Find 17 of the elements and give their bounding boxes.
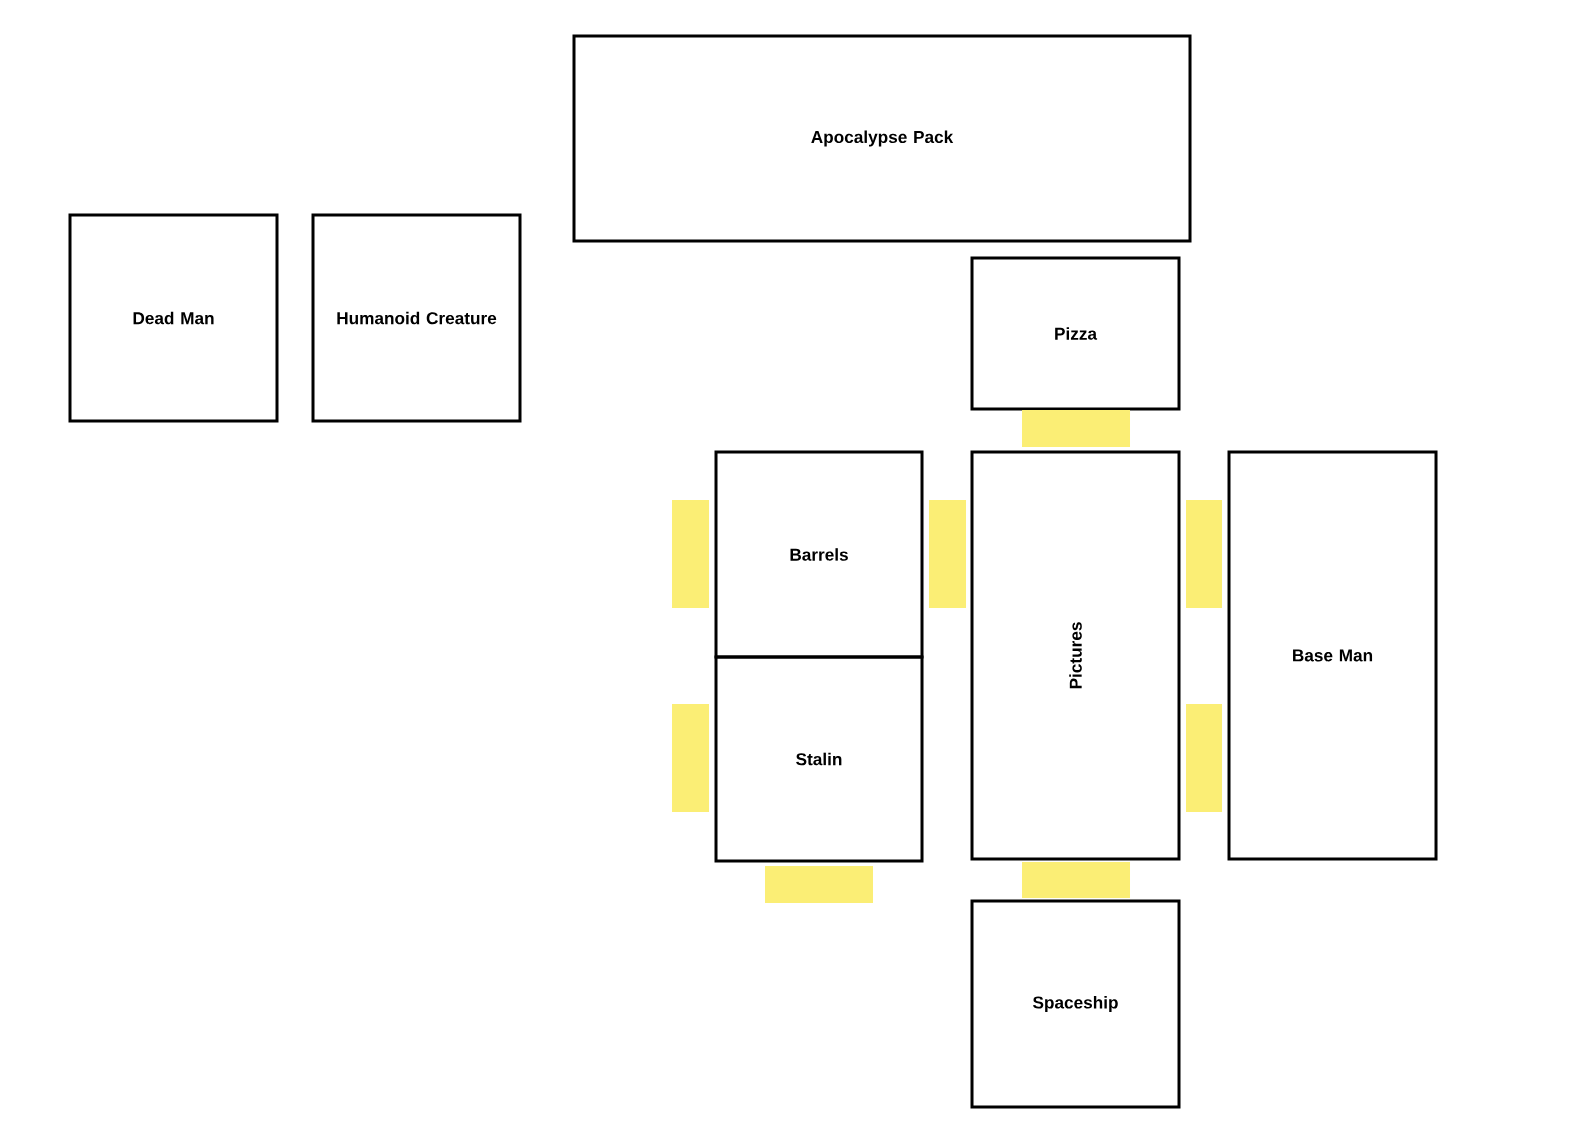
room-box: Spaceship — [970, 899, 1181, 1109]
door-marker — [929, 500, 966, 608]
door-marker — [1022, 410, 1130, 447]
room-box: Barrels — [714, 450, 924, 659]
room-box: Base Man — [1227, 450, 1438, 861]
room-box: Stalin — [714, 655, 924, 863]
room-box: Pictures — [970, 450, 1181, 861]
room-box: Apocalypse Pack — [572, 34, 1192, 243]
door-marker — [672, 500, 709, 608]
room-box: Dead Man — [68, 213, 279, 423]
door-marker — [1186, 704, 1222, 812]
room-box: Humanoid Creature — [311, 213, 522, 423]
room-box: Pizza — [970, 256, 1181, 411]
door-marker — [1022, 862, 1130, 898]
door-marker — [1186, 500, 1222, 608]
door-marker — [672, 704, 709, 812]
door-marker — [765, 866, 873, 903]
